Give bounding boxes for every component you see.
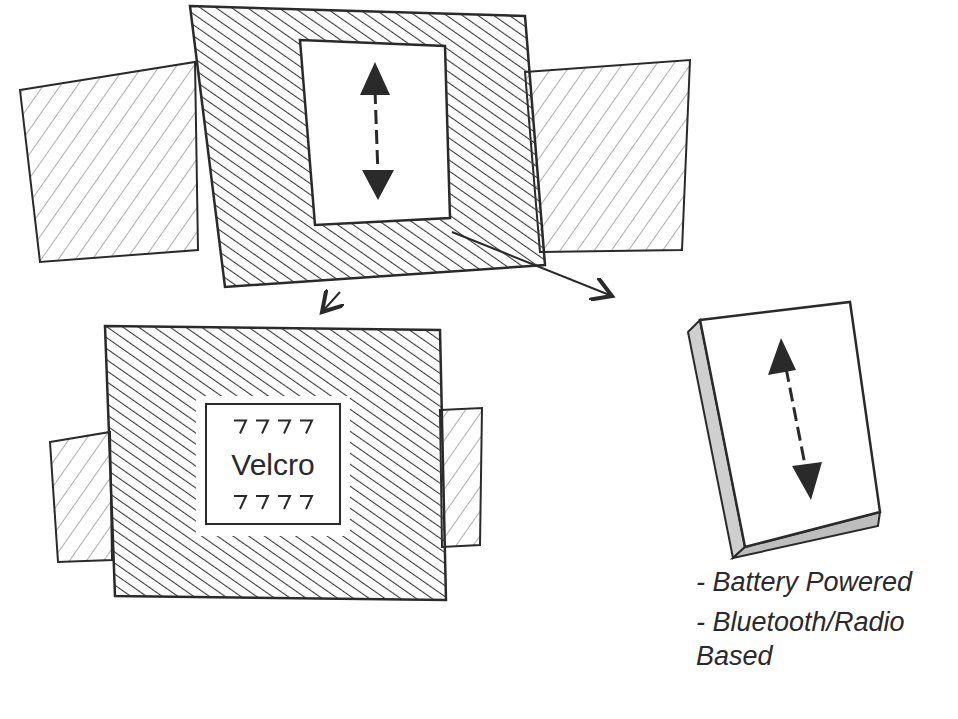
strap	[440, 408, 482, 547]
patch-label: Velcro	[207, 448, 339, 481]
strap	[525, 60, 690, 252]
detail-arrow	[322, 292, 340, 312]
velcro-hook	[300, 496, 312, 509]
velcro-hook	[256, 496, 268, 509]
holder-frame	[105, 326, 446, 600]
holder-frame	[190, 6, 545, 287]
strap	[20, 62, 198, 262]
down-arrowhead	[792, 462, 822, 500]
velcro-hook	[256, 421, 268, 434]
velcro-hook	[278, 421, 290, 434]
velcro-patch: Velcro	[205, 403, 341, 525]
velcro-hook	[300, 421, 312, 434]
feature-note: - Bluetooth/Radio Based	[696, 606, 946, 674]
remote-button	[700, 302, 880, 547]
down-arrowhead	[362, 170, 394, 200]
up-arrowhead	[768, 338, 796, 375]
velcro-hook	[234, 496, 246, 509]
patch-ground	[196, 396, 350, 536]
feature-note: - Battery Powered	[696, 566, 946, 600]
arrow-shaft	[375, 90, 378, 175]
remote-button	[300, 40, 450, 225]
velcro-hook	[234, 421, 246, 434]
up-arrowhead	[360, 62, 390, 95]
arrow-shaft	[786, 368, 806, 470]
velcro-hook	[278, 496, 290, 509]
detail-arrow	[452, 232, 612, 296]
strap	[50, 432, 112, 562]
